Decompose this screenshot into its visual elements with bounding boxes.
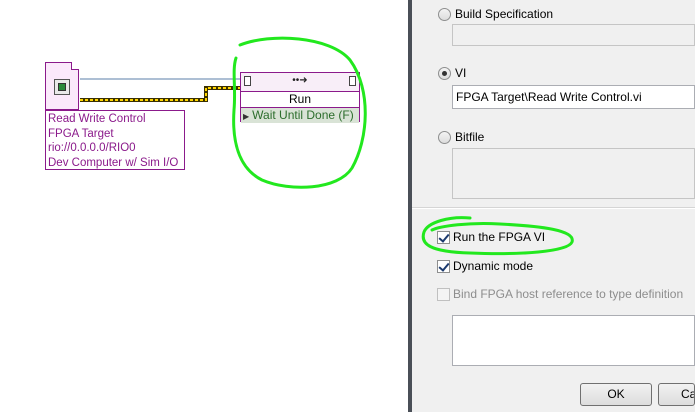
fpga-chip-icon bbox=[54, 79, 70, 95]
invoke-method-name[interactable]: Run bbox=[241, 92, 359, 108]
radio-button[interactable] bbox=[438, 7, 451, 21]
panel-border bbox=[408, 0, 412, 412]
radio-button-selected[interactable] bbox=[438, 66, 451, 80]
parameter-label: Wait Until Done (F) bbox=[252, 108, 354, 122]
build-specification-field bbox=[452, 24, 695, 46]
cancel-button[interactable]: Ca bbox=[658, 383, 695, 406]
group-separator bbox=[412, 207, 695, 208]
group-separator-highlight bbox=[412, 208, 695, 209]
page-fold bbox=[71, 62, 79, 70]
radio-bitfile[interactable]: Bitfile bbox=[438, 129, 484, 145]
vi-path-field[interactable]: FPGA Target\Read Write Control.vi bbox=[452, 85, 695, 109]
checkbox-checked[interactable] bbox=[437, 230, 450, 244]
invoke-arrow-icon: ••➜ bbox=[292, 75, 308, 86]
diagram-wires bbox=[80, 36, 367, 189]
reference-out-terminal-icon bbox=[349, 76, 356, 86]
checkbox-disabled bbox=[437, 287, 450, 301]
reference-in-terminal-icon bbox=[244, 76, 251, 86]
bitfile-field bbox=[452, 148, 695, 199]
radio-label: VI bbox=[455, 66, 467, 80]
ref-label-line: Read Write Control bbox=[48, 113, 146, 125]
ref-label-line: rio://0.0.0.0/RIO0 bbox=[48, 142, 136, 155]
radio-label: Build Specification bbox=[455, 7, 554, 21]
checkbox-checked[interactable] bbox=[437, 259, 450, 273]
ok-button[interactable]: OK bbox=[580, 383, 652, 406]
invoke-node-header: ••➜ bbox=[241, 73, 359, 92]
fpga-reference-terminal[interactable] bbox=[45, 62, 79, 110]
triangle-right-icon: ▶ bbox=[243, 112, 250, 121]
ref-label-line: FPGA Target bbox=[48, 127, 114, 140]
invoke-method-node[interactable]: ••➜ Run ▶Wait Until Done (F) bbox=[240, 72, 360, 123]
fpga-reference-label: Read Write Control FPGA Target rio://0.0… bbox=[45, 110, 185, 170]
error-wire-dash bbox=[80, 87, 240, 101]
error-wire bbox=[80, 86, 240, 102]
invoke-parameter[interactable]: ▶Wait Until Done (F) bbox=[241, 108, 359, 123]
checkbox-label: Bind FPGA host reference to type definit… bbox=[453, 287, 684, 301]
checkbox-dynamic-mode[interactable]: Dynamic mode bbox=[437, 258, 533, 274]
block-diagram: Read Write Control FPGA Target rio://0.0… bbox=[45, 36, 367, 189]
radio-build-specification[interactable]: Build Specification bbox=[438, 6, 553, 22]
radio-button[interactable] bbox=[438, 130, 451, 144]
annotation-circle-left bbox=[232, 36, 367, 189]
radio-vi[interactable]: VI bbox=[438, 65, 466, 81]
field-value: FPGA Target\Read Write Control.vi bbox=[456, 90, 642, 104]
checkbox-label: Run the FPGA VI bbox=[453, 230, 546, 244]
ref-label-line: Dev Computer w/ Sim I/O bbox=[48, 156, 179, 169]
checkbox-bind-type-definition: Bind FPGA host reference to type definit… bbox=[437, 286, 683, 302]
checkbox-run-fpga-vi[interactable]: Run the FPGA VI bbox=[437, 229, 545, 245]
type-definition-field[interactable] bbox=[452, 315, 695, 366]
checkbox-label: Dynamic mode bbox=[453, 259, 534, 273]
radio-label: Bitfile bbox=[455, 130, 485, 144]
